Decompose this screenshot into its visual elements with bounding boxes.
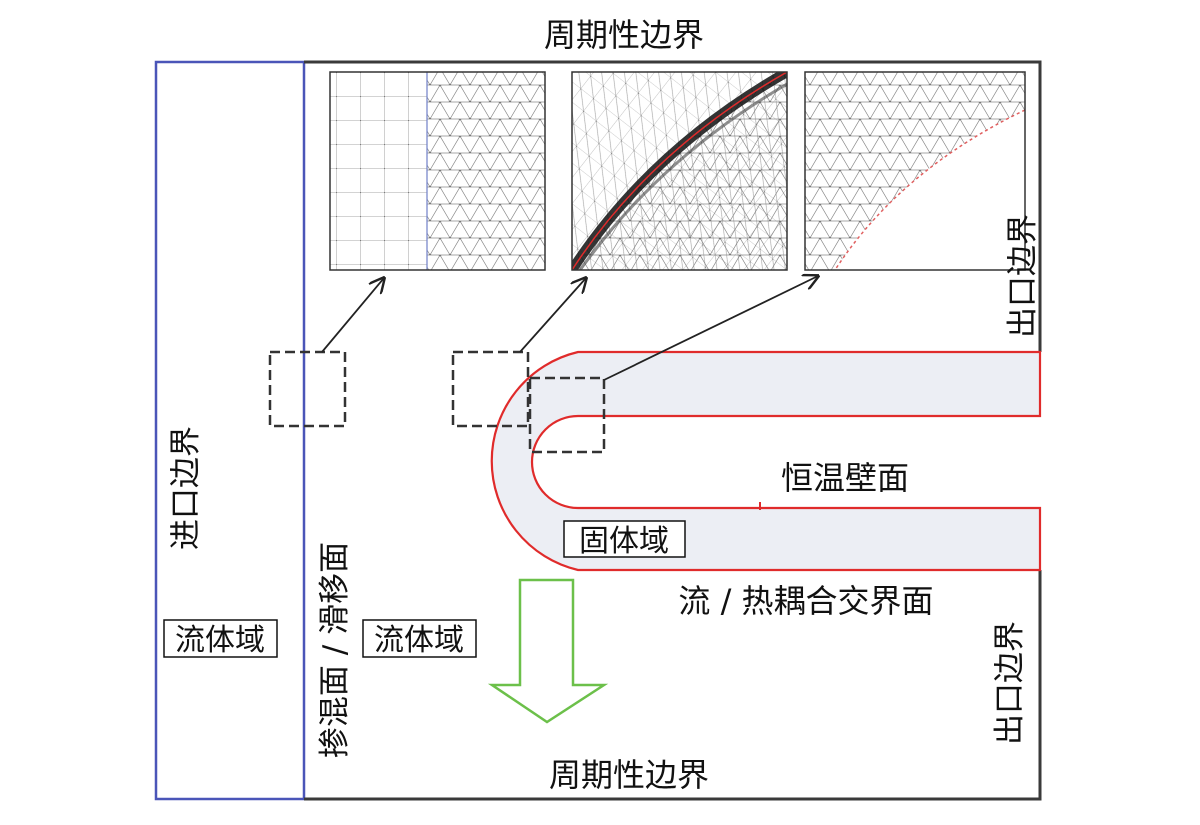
isothermal-wall-label: 恒温壁面 [781, 459, 909, 497]
inlet-boundary-label: 进口边界 [168, 426, 204, 550]
periodic-boundary-bottom-label: 周期性边界 [549, 756, 709, 794]
outlet-boundary-upper-label: 出口边界 [1005, 214, 1041, 338]
mesh-inset-boundary-layer [571, 71, 788, 271]
fluid-domain-right-frame [362, 619, 477, 658]
fluid-domain-right-label: 流体域 [374, 623, 464, 658]
outer-domain-border [304, 60, 1042, 801]
outlet-boundary-lower-label: 出口边界 [992, 621, 1028, 745]
solid-domain-shape [490, 350, 1042, 572]
zoom-arrow-2 [519, 278, 586, 353]
fluid-thermal-interface-label: 流 / 热耦合交界面 [678, 582, 933, 620]
zoom-arrow-3 [603, 276, 818, 381]
mixing-sliding-plane-label: 掺混面 / 滑移面 [317, 542, 353, 758]
down-arrow-icon [487, 578, 609, 724]
inlet-domain-border [154, 60, 306, 801]
fluid-domain-left-frame [163, 619, 278, 658]
zoom-box-boundary-layer [451, 350, 530, 428]
zoom-box-interface [268, 350, 347, 428]
mesh-inset-interface [329, 71, 546, 271]
solid-domain-label: 固体域 [579, 524, 669, 559]
solid-domain-frame [563, 520, 686, 558]
periodic-boundary-top-label: 周期性边界 [544, 16, 704, 54]
fluid-domain-left-label: 流体域 [175, 623, 265, 658]
zoom-arrow-1 [321, 278, 384, 353]
mesh-inset-solid [804, 71, 1026, 271]
zoom-box-solid [528, 376, 606, 454]
